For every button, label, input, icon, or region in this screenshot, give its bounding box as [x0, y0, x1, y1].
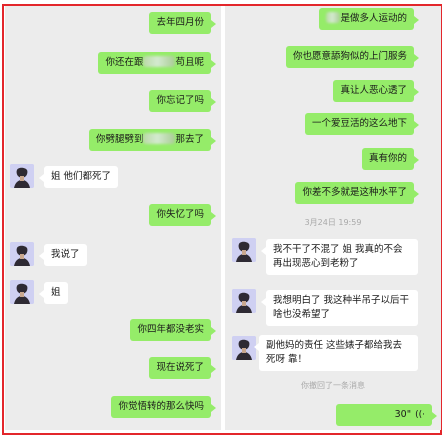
message-text: 真让人恶心透了 [340, 85, 407, 96]
message-bubble-incoming[interactable]: 我不干了不混了 姐 我真的不会再出现恶心到老粉了 [261, 239, 418, 275]
message-text: 你差不多就是这种水平了 [302, 187, 407, 198]
contact-avatar[interactable] [232, 238, 256, 262]
message-bubble-outgoing[interactable]: 一个爱豆活的这么地下 [304, 113, 420, 135]
message-text: 去年四月份 [156, 17, 204, 28]
voice-wave-icon: ((· [415, 410, 425, 420]
message-text: 那去了 [175, 134, 204, 145]
message-bubble-outgoing[interactable]: 你四年都没老实 [130, 319, 216, 341]
redacted-blur [143, 56, 176, 67]
message-text: 是做多人运动的 [340, 13, 407, 24]
recall-notice: 你撤回了一条消息 [301, 381, 365, 390]
message-text: 我说了 [51, 249, 80, 260]
contact-avatar[interactable] [10, 164, 34, 188]
message-text: 你还在跟 [105, 57, 144, 68]
redacted-blur [143, 133, 176, 144]
message-bubble-incoming[interactable]: 姐 他们都死了 [38, 166, 119, 188]
message-text: 我想明白了 我这种半吊子以后干啥也没希望了 [273, 295, 410, 320]
voice-duration: 30" [394, 409, 412, 420]
contact-avatar[interactable] [232, 289, 256, 313]
message-text: 苟且呢 [175, 57, 204, 68]
redacted-blur [326, 12, 341, 23]
person-silhouette-icon [10, 280, 34, 304]
message-bubble-incoming[interactable]: 我说了 [39, 244, 87, 266]
person-silhouette-icon [232, 289, 256, 313]
message-text: 姐 [51, 287, 61, 298]
message-text: 你四年都没老实 [137, 324, 204, 335]
message-text: 你劈腿劈到 [95, 134, 144, 145]
person-silhouette-icon [232, 238, 256, 262]
person-silhouette-icon [10, 242, 34, 266]
contact-avatar[interactable] [232, 336, 256, 360]
person-silhouette-icon [232, 336, 256, 360]
message-bubble-incoming[interactable]: 副他妈的责任 这些婊子都给我去死呀 靠！ [254, 335, 418, 371]
message-bubble-outgoing[interactable]: 你劈腿劈到 那去了 [88, 129, 217, 151]
message-text: 你失忆了吗 [156, 209, 204, 220]
message-bubble-outgoing[interactable]: 去年四月份 [149, 12, 216, 34]
message-text: 你也愿意舔狗似的上门服务 [292, 51, 407, 62]
message-text: 你觉悟转的那么快吗 [118, 401, 204, 412]
message-text: 姐 他们都死了 [51, 171, 112, 182]
contact-avatar[interactable] [10, 280, 34, 304]
message-bubble-outgoing[interactable]: 你也愿意舔狗似的上门服务 [285, 46, 420, 68]
message-text: 你忘记了吗 [156, 95, 204, 106]
message-bubble-outgoing[interactable]: 你觉悟转的那么快吗 [111, 396, 216, 418]
message-bubble-outgoing[interactable]: 你失忆了吗 [149, 204, 216, 226]
message-text: 副他妈的责任 这些婊子都给我去死呀 靠！ [266, 340, 403, 365]
message-bubble-outgoing[interactable]: 现在说死了 [149, 357, 216, 379]
person-silhouette-icon [10, 164, 34, 188]
message-text: 我不干了不混了 姐 我真的不会再出现恶心到老粉了 [273, 244, 403, 269]
message-timestamp: 3月24日 19:59 [304, 218, 362, 227]
message-bubble-incoming[interactable]: 姐 [39, 282, 68, 304]
message-bubble-outgoing[interactable]: 你忘记了吗 [149, 90, 216, 112]
right-chat-panel[interactable]: 是做多人运动的 你也愿意舔狗似的上门服务 真让人恶心透了 一个爱豆活的这么地下 … [225, 6, 441, 430]
message-bubble-incoming[interactable]: 我想明白了 我这种半吊子以后干啥也没希望了 [261, 290, 418, 326]
contact-avatar[interactable] [10, 242, 34, 266]
message-bubble-outgoing[interactable]: 你差不多就是这种水平了 [295, 182, 419, 204]
left-chat-panel[interactable]: 去年四月份 你还在跟 苟且呢 你忘记了吗 你劈腿劈到 那去了 姐 他们都死了 你失忆… [5, 6, 221, 430]
message-text: 现在说死了 [156, 362, 204, 373]
message-bubble-outgoing[interactable]: 真有你的 [361, 148, 420, 170]
message-bubble-outgoing[interactable]: 你还在跟 苟且呢 [98, 52, 216, 74]
message-bubble-outgoing[interactable]: 真让人恶心透了 [333, 80, 419, 102]
message-text: 真有你的 [368, 153, 407, 164]
voice-message-bubble[interactable]: 30"((· [336, 404, 437, 426]
message-text: 一个爱豆活的这么地下 [311, 118, 407, 129]
message-bubble-outgoing[interactable]: 是做多人运动的 [319, 8, 419, 30]
